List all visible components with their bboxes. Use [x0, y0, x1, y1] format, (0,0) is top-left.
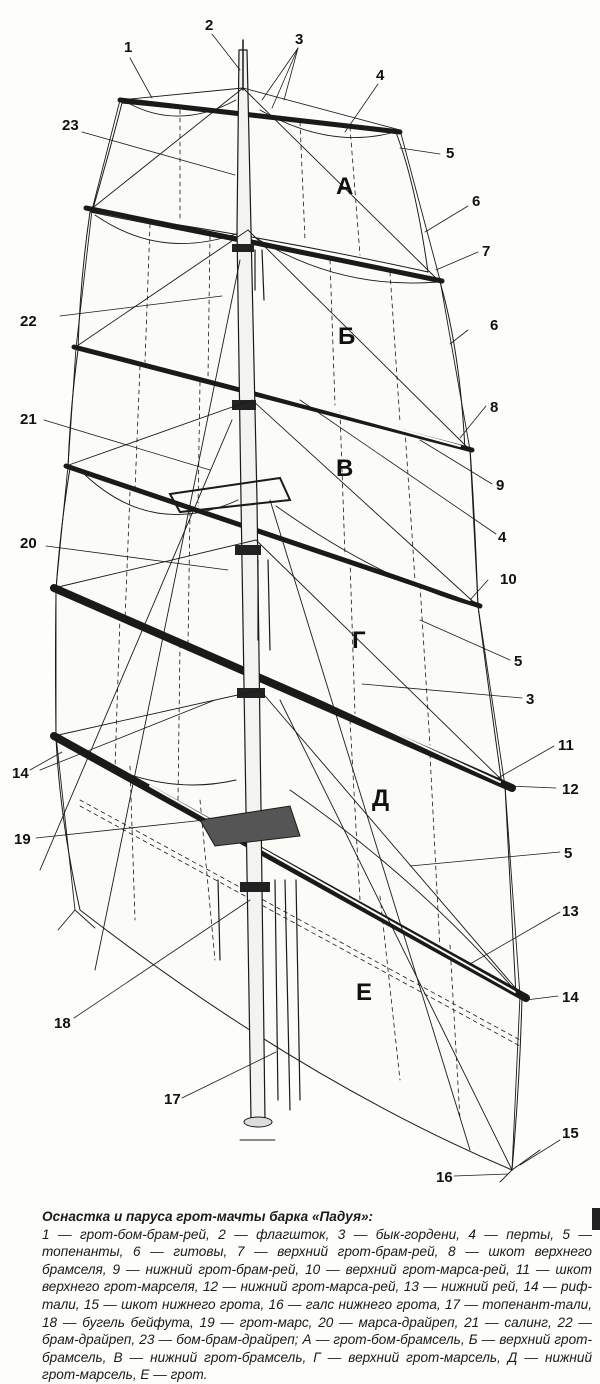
page-edge-mark	[592, 1208, 600, 1230]
callout-23: 23	[62, 117, 79, 134]
callout-4: 4	[376, 67, 385, 84]
callout-10: 10	[500, 571, 517, 588]
callout-15: 15	[562, 1125, 579, 1142]
callout-3b: 3	[526, 691, 534, 708]
callout-16: 16	[436, 1169, 453, 1186]
figure-caption: Оснастка и паруса грот-мачты барка «Паду…	[42, 1208, 592, 1384]
callout-5: 5	[446, 145, 454, 162]
yard-7	[83, 205, 445, 284]
callout-19: 19	[14, 831, 31, 848]
callout-17: 17	[164, 1091, 181, 1108]
callout-5c: 5	[564, 845, 572, 862]
callout-8: 8	[490, 399, 498, 416]
sail-letter-v: В	[336, 455, 353, 482]
sail-letter-d: Д	[372, 785, 389, 812]
yard-10	[63, 463, 483, 609]
callout-22: 22	[20, 313, 37, 330]
rigging-diagram: 1 2 3 4 5 6 7 8 9 10 11 12 13 14 15 16 1…	[12, 17, 579, 1186]
sail-e	[55, 737, 523, 1171]
callout-3: 3	[295, 31, 303, 48]
callout-20: 20	[20, 535, 37, 552]
callout-18: 18	[54, 1015, 71, 1032]
callout-4b: 4	[498, 529, 507, 546]
callout-21: 21	[20, 411, 37, 428]
callout-14: 14	[12, 765, 29, 782]
sail-letter-e: Е	[356, 979, 372, 1006]
callout-5b: 5	[514, 653, 522, 670]
yard-12	[50, 584, 516, 792]
sail-a	[91, 102, 429, 273]
yard-9	[71, 344, 475, 453]
caption-title: Оснастка и паруса грот-мачты барка «Паду…	[42, 1209, 374, 1224]
sail-letter-a: А	[336, 173, 353, 200]
yard-1	[117, 97, 403, 135]
callout-11: 11	[558, 737, 574, 754]
callout-12: 12	[562, 781, 579, 798]
crosstrees	[168, 476, 292, 514]
callout-1: 1	[124, 39, 132, 56]
callout-9: 9	[496, 477, 504, 494]
callout-13: 13	[562, 903, 579, 920]
sail-letter-g: Г	[352, 627, 366, 654]
caption-body: 1 — грот-бом-брам-рей, 2 — флагшток, 3 —…	[42, 1226, 592, 1383]
callout-6b: 6	[490, 317, 498, 334]
callout-2: 2	[205, 17, 213, 34]
sail-letter-b: Б	[338, 323, 355, 350]
callout-6: 6	[472, 193, 480, 210]
callout-14b: 14	[562, 989, 579, 1006]
callout-7: 7	[482, 243, 490, 260]
main-top	[199, 805, 301, 847]
